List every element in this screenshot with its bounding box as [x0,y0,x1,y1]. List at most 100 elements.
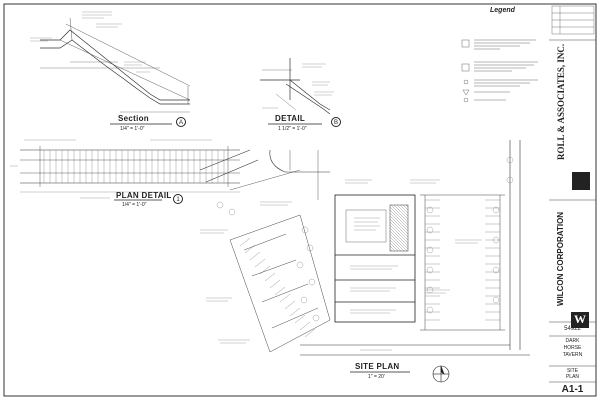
hatch-line [390,215,408,235]
hatch-line [436,205,482,251]
project-name-line1: DARK [565,338,580,344]
hatch-line [393,205,408,220]
hatch-line [427,205,473,251]
plan-detail-dims [10,139,240,199]
hatch-line [396,205,408,217]
diagonal-stall-line [304,328,316,338]
tree-symbol [301,226,309,234]
tree-symbol [296,261,304,269]
hatch-line [390,209,408,229]
tree-symbol [492,296,500,304]
restaurant-hatch [390,205,500,251]
detail-drawing [260,58,331,115]
hatch-line [390,239,402,251]
hatch-line [390,233,408,251]
hatch-line [390,221,408,241]
diagonal-stall-line [239,237,251,247]
detail-title: DETAIL [275,114,306,123]
tree-symbol [426,206,434,214]
project-name-line3: TAVERN [562,352,583,358]
legend-title: Legend [490,7,515,14]
tree-symbol [300,296,308,304]
hatch-line [445,205,491,251]
hatch-line [454,205,500,251]
tree-symbol [426,246,434,254]
north-arrow [432,365,450,383]
hatch-line [424,205,470,251]
section-number-bubble: A [176,117,186,127]
sheet-number: A1-1 [561,384,584,395]
section-scale: 1/4" = 1'-0" [120,126,145,132]
revision-table [551,5,595,35]
diagonal-stall-line [249,251,261,261]
landscape-trees [216,156,514,322]
tree-symbol [426,286,434,294]
site-plan-roads [199,140,530,356]
plan-detail-scale: 1/4" = 1'-0" [122,202,147,208]
title-block-lines [549,39,596,383]
sheet-title-line2: PLAN [565,374,580,380]
hatch-line [402,205,408,211]
diagonal-stall-line [264,272,276,282]
plan-detail-title: PLAN DETAIL [116,191,172,200]
tree-symbol [506,176,514,184]
client-name: WILCON CORPORATION [556,211,565,306]
diagonal-stall-line [294,314,306,324]
tree-symbol [228,208,236,216]
diagonal-stall-line [244,244,256,254]
diagonal-stall-line [259,265,271,275]
plan-detail-number-bubble: 1 [173,194,183,204]
hatch-line [399,205,408,214]
tree-symbol [426,226,434,234]
site-plan-diagonal-parking [229,214,331,353]
tree-symbol [312,314,320,322]
tree-symbol [216,201,224,209]
tree-symbol [426,266,434,274]
diagonal-stall-line [269,279,281,289]
building-footprint [334,194,416,323]
diagonal-parking-stalls [239,237,316,338]
diagonal-stall-line [254,258,266,268]
site-plan-right-parking [420,194,505,331]
hatch-line [412,205,458,251]
detail-leader-text [262,63,334,109]
legend-entries [461,39,538,103]
diagonal-stall-line [284,300,296,310]
diagonal-stall-line [279,293,291,303]
hatch-line [451,205,497,251]
plan-detail-drawing [20,146,240,187]
hatch-line [442,205,488,251]
hatch-line [390,205,408,223]
tree-symbol [506,156,514,164]
diagonal-stall-line [299,321,311,331]
sheet-title-line1: SITE [566,368,579,374]
detail-scale: 1 1/2" = 1'-0" [278,126,307,132]
section-leader-text [30,11,150,73]
hatch-line [439,205,485,251]
tree-symbol [492,236,500,244]
detail-number-bubble: B [331,117,341,127]
plan-detail-treads [43,150,225,183]
hatch-line [390,218,408,238]
hatch-line [430,205,476,251]
hatch-line [390,242,399,251]
architect-name: ROLL & ASSOCIATES, INC. [556,43,566,160]
site-plan-leader-text [200,179,482,351]
tree-symbol [492,266,500,274]
hatch-line [390,236,405,251]
hatch-line [390,227,408,247]
diagonal-stall-line [289,307,301,317]
hatch-line [405,205,408,208]
hatch-line [433,205,479,251]
job-number: 54922 [564,326,581,332]
hatch-line [415,205,461,251]
project-name-line2: HORSE [563,345,582,351]
section-title: Section [118,114,149,123]
tree-symbol [426,306,434,314]
hatch-line [390,224,408,244]
tree-symbol [306,244,314,252]
wilcon-logo-box [571,312,589,328]
architect-seal [572,172,590,190]
